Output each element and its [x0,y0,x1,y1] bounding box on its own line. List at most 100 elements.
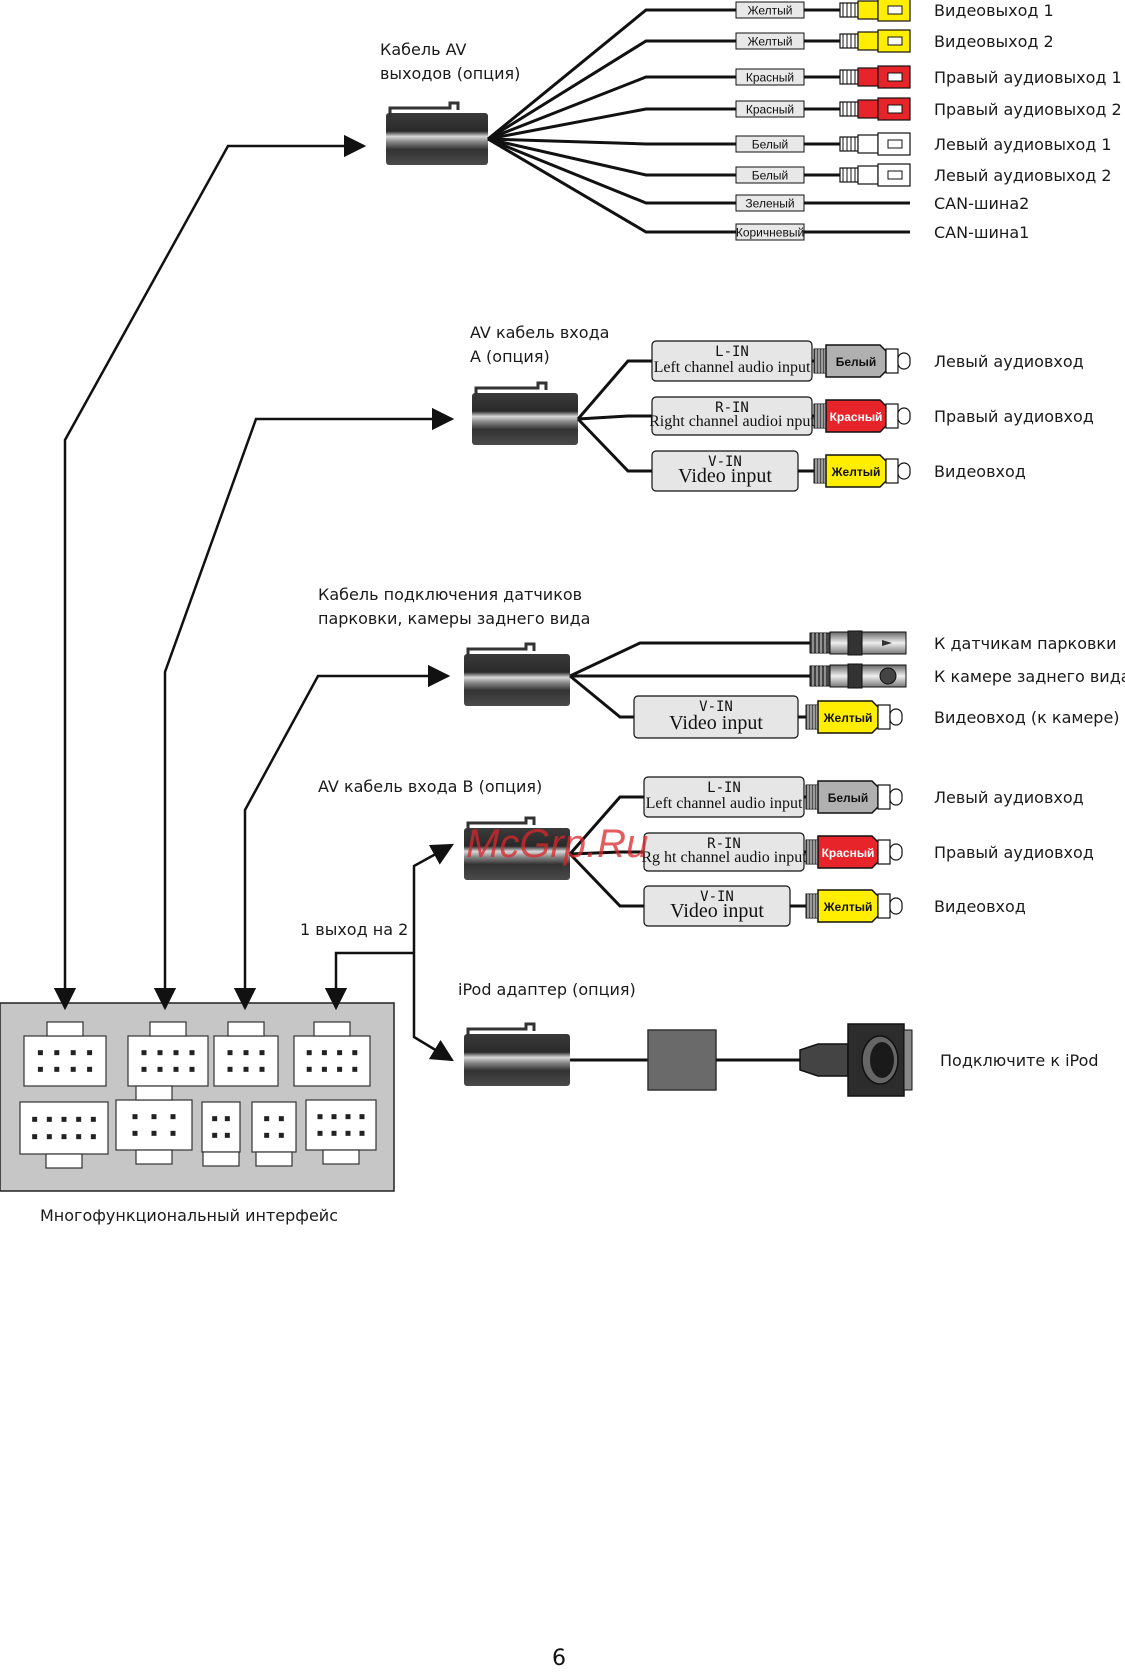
av-in-b-ch-1-box-desc: Left channel audio input [646,795,803,812]
ipod-title: iPod адаптер (опция) [458,980,636,999]
av-out-plug [386,101,488,165]
av-out-lead-2-label: Видеовыход 2 [934,32,1054,51]
av-out-lead-6-tag: Белый [752,169,788,183]
av-out-title-1: Кабель AV [380,40,467,59]
av-in-a-ch-2-label: Правый аудиовход [934,407,1094,426]
av-in-a-plug [472,381,578,445]
av-in-a-title-2: А (опция) [470,347,550,366]
av-in-a-ch-3-box-code: V-IN [708,454,742,470]
av-in-a-ch-1-rca-plug-icon-text: Белый [836,355,877,369]
av-in-b-ch-3-box-code: V-IN [700,889,734,905]
av-out-lead-1-label: Видеовыход 1 [934,1,1054,20]
av-out-lead-8-tag: Коричневый [736,226,804,240]
av-out-lead-4-tag: Красный [746,103,794,117]
av-out-lead-7-label: CAN-шина2 [934,194,1029,213]
av-out-lead-5-label: Левый аудиовыход 1 [934,135,1112,154]
av-out-lead-3-tag: Красный [746,71,794,85]
av-out-lead-7: Зеленый CAN-шина2 [487,137,1029,213]
av-in-a-ch-2-rca-plug-icon-text: Красный [830,410,883,424]
av-in-a-ch-3-box-desc: Video input [678,465,772,487]
av-out-lead-1-rca-plug-icon [839,0,911,22]
av-in-a-ch-3-rca-plug-icon: Желтый [813,454,911,488]
av-in-b-ch-2-box-desc: Rg ht channel audio input [641,849,807,866]
av-out-lead-3-rca-plug-icon [839,65,911,89]
av-out-lead-2-rca-plug-icon [839,29,911,53]
av-out-lead-8: Коричневый CAN-шина1 [487,137,1029,242]
watermark: McGrp.Ru [466,822,648,866]
av-in-b-title: AV кабель входа В (опция) [318,777,542,796]
sensors-plug [464,642,570,706]
av-out-lead-3: Красный Правый аудиовыход 1 [487,65,1122,141]
socket-8 [251,1101,297,1167]
av-in-a-ch-2-rca-plug-icon: Красный [813,399,911,433]
socket-9 [305,1099,377,1165]
av-in-a-ch-2-box-desc: Right channel audioi nput [649,413,815,430]
av-in-a-ch-1-label: Левый аудиовход [934,352,1084,371]
av-out-lead-6-rca-plug-icon [839,163,911,187]
ipod-plug [464,1022,570,1086]
av-out-lead-5-rca-plug-icon [839,132,911,156]
av-out-lead-2: Желтый Видеовыход 2 [487,29,1054,141]
socket-3 [213,1021,279,1087]
sensors-video-rca-plug-icon-text: Желтый [823,711,873,725]
sensors-lead-1: К датчикам парковки [569,630,1116,678]
av-out-lead-1: Желтый Видеовыход 1 [487,0,1054,141]
av-out-lead-4-rca-plug-icon [839,97,911,121]
sensors-video-rca-plug-icon: Желтый [805,700,903,734]
av-out-lead-8-label: CAN-шина1 [934,223,1029,242]
av-in-b-ch-1-label: Левый аудиовход [934,788,1084,807]
sensors-video-box-code: V-IN [699,699,733,715]
ipod-dock-connector-icon [799,1023,913,1097]
av-out-lead-5: Белый Левый аудиовыход 1 [487,132,1112,156]
av-out-lead-3-label: Правый аудиовыход 1 [934,68,1122,87]
av-in-b-plug [464,816,570,880]
av-out-lead-1-tag: Желтый [747,4,792,18]
ipod-adapter [570,1023,913,1097]
av-in-b-ch-3-box-desc: Video input [670,900,764,922]
interface-module [0,1002,395,1192]
sensors-video-label: Видеовход (к камере) [934,708,1120,727]
av-out-title-2: выходов (опция) [380,64,520,83]
socket-5 [19,1101,109,1169]
av-in-a-title-1: AV кабель входа [470,323,609,342]
sensors-title-1: Кабель подключения датчиков [318,585,582,604]
av-in-a-ch-1-box-desc: Left channel audio input [654,359,811,376]
av-in-b-ch-3-label: Видеовход [934,897,1026,916]
av-in-a-ch-1-box-code: L-IN [715,344,749,360]
av-out-lead-7-tag: Зеленый [745,197,794,211]
sensors-video-box-desc: Video input [669,712,763,734]
av-in-b-ch-1-rca-plug-icon-text: Белый [828,791,869,805]
ipod-label: Подключите к iPod [940,1051,1099,1070]
routing-lines [53,134,455,1062]
av-out-lead-4-label: Правый аудиовыход 2 [934,100,1122,119]
ipod-adapter-box [647,1029,717,1091]
av-in-b-ch-3-rca-plug-icon-text: Желтый [823,900,873,914]
av-in-a-ch-2-box-code: R-IN [715,400,749,416]
route-av-out [53,134,367,1011]
av-in-a-ch-3-label: Видеовход [934,462,1026,481]
av-out-lead-6-label: Левый аудиовыход 2 [934,166,1112,185]
av-out-lead-2-tag: Желтый [747,35,792,49]
socket-4 [293,1021,371,1087]
av-out-lead-4: Красный Правый аудиовыход 2 [487,97,1122,141]
route-splitter-up [412,843,454,953]
sensors-lead-2-label: К камере заднего вида [934,667,1125,686]
sensors-lead-2-connector-icon [809,663,907,689]
av-in-a-ch-3-rca-plug-icon-text: Желтый [831,465,881,479]
av-out-lead-5-tag: Белый [752,138,788,152]
av-in-b-ch-2-label: Правый аудиовход [934,843,1094,862]
